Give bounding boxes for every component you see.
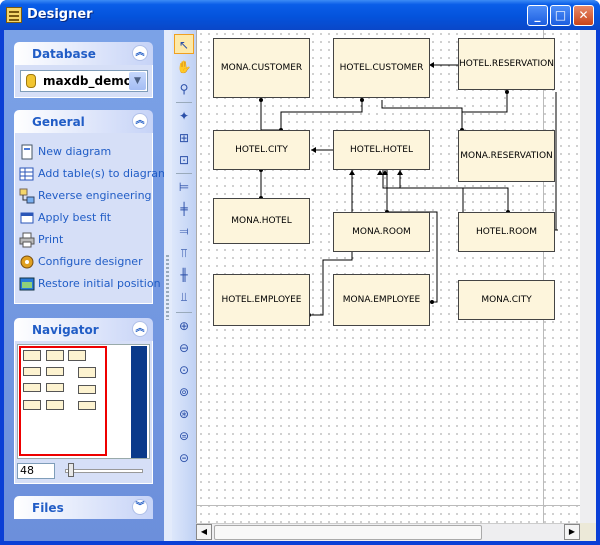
table-node[interactable]: MONA.HOTEL: [213, 198, 310, 244]
task-pane: Database ︽ maxdb_demo ▼ General ︽ New di…: [4, 30, 169, 541]
files-panel-title: Files: [32, 501, 64, 515]
align-middle-icon[interactable]: ╫: [180, 268, 188, 282]
collapse-chevron-icon[interactable]: ︽: [132, 113, 148, 129]
navigator-panel-title: Navigator: [32, 323, 99, 337]
database-select[interactable]: maxdb_demo ▼: [20, 70, 148, 92]
best-fit-icon: [20, 212, 34, 224]
reverse-engineering-icon: [19, 188, 35, 204]
resize-grip[interactable]: [580, 523, 596, 541]
general-panel: New diagram Add table(s) to diagram Reve…: [14, 133, 169, 304]
collapse-chevron-icon[interactable]: ︽: [132, 45, 148, 61]
diagram-canvas[interactable]: MONA.CUSTOMER HOTEL.CUSTOMER HOTEL.RESER…: [196, 30, 580, 523]
configure-designer-link[interactable]: Configure designer: [19, 253, 153, 271]
navigator-panel: 48: [14, 341, 153, 484]
dropdown-arrow-icon[interactable]: ▼: [129, 72, 146, 90]
database-panel-header[interactable]: Database ︽: [14, 42, 153, 65]
pane-splitter[interactable]: [164, 30, 172, 541]
maximize-button[interactable]: □: [550, 5, 571, 26]
restore-position-link[interactable]: Restore initial position: [19, 275, 161, 293]
close-button[interactable]: ✕: [573, 5, 594, 26]
apply-best-fit-link[interactable]: Apply best fit: [19, 209, 153, 227]
horizontal-scrollbar[interactable]: ◀ ▶: [196, 523, 580, 541]
general-panel-header[interactable]: General ︽: [14, 110, 153, 133]
select-area-tool-icon[interactable]: ⊡: [178, 153, 190, 167]
table-node[interactable]: MONA.RESERVATION: [458, 130, 555, 182]
table-node[interactable]: HOTEL.RESERVATION: [458, 38, 555, 90]
minimize-button[interactable]: _: [527, 5, 548, 26]
navigator-panel-header[interactable]: Navigator ︽: [14, 318, 153, 341]
hand-tool-icon[interactable]: ✋: [176, 60, 192, 74]
zoom-slider-track[interactable]: [65, 469, 143, 473]
general-panel-title: General: [32, 115, 85, 129]
general-item-label: New diagram: [38, 145, 112, 158]
zoom-page-icon[interactable]: ⊛: [178, 407, 190, 421]
relation-lines: [259, 62, 558, 317]
table-node[interactable]: HOTEL.HOTEL: [333, 130, 430, 170]
collapse-chevron-icon[interactable]: ︽: [132, 321, 148, 337]
designer-frame: Database ︽ maxdb_demo ▼ General ︽ New di…: [4, 30, 596, 541]
restore-icon: [19, 277, 35, 291]
vertical-scrollbar[interactable]: [580, 30, 596, 523]
table-node[interactable]: HOTEL.CUSTOMER: [333, 38, 430, 98]
align-center-icon[interactable]: ╪: [180, 202, 188, 216]
navigator-preview[interactable]: [17, 344, 150, 459]
navigator-viewport[interactable]: [19, 346, 107, 456]
align-left-icon[interactable]: ⊨: [178, 180, 190, 194]
table-node[interactable]: HOTEL.CITY: [213, 130, 310, 170]
table-node[interactable]: MONA.EMPLOYEE: [333, 274, 430, 326]
app-icon: [6, 7, 22, 23]
table-node[interactable]: HOTEL.ROOM: [458, 212, 555, 252]
zoom-in-icon[interactable]: ⊕: [178, 319, 190, 333]
zoom-input[interactable]: 48: [17, 463, 55, 479]
new-diagram-link[interactable]: New diagram: [19, 143, 153, 161]
database-panel: maxdb_demo ▼: [14, 65, 153, 98]
general-item-label: Apply best fit: [38, 211, 112, 224]
general-item-label: Restore initial position: [38, 277, 161, 290]
database-panel-title: Database: [32, 47, 96, 61]
configure-icon: [20, 255, 34, 269]
zoom-tool-icon[interactable]: ⚲: [179, 82, 189, 96]
table-node[interactable]: MONA.ROOM: [333, 212, 430, 252]
general-item-label: Print: [38, 233, 64, 246]
zoom-100-icon[interactable]: ⊙: [178, 363, 190, 377]
add-table-link[interactable]: Add table(s) to diagram: [19, 165, 169, 183]
printer-icon: [19, 232, 35, 248]
window-title: Designer: [27, 7, 93, 22]
general-item-label: Reverse engineering: [38, 189, 152, 202]
pointer-tool-icon[interactable]: ↖: [174, 34, 194, 54]
zoom-out-icon[interactable]: ⊖: [178, 341, 190, 355]
general-item-label: Add table(s) to diagram: [38, 167, 169, 180]
print-link[interactable]: Print: [19, 231, 153, 249]
general-item-label: Configure designer: [38, 255, 143, 268]
reverse-engineering-link[interactable]: Reverse engineering: [19, 187, 153, 205]
table-node[interactable]: MONA.CUSTOMER: [213, 38, 310, 98]
scroll-left-icon[interactable]: ◀: [196, 524, 212, 540]
zoom-width-icon[interactable]: ⊜: [178, 429, 190, 443]
database-icon: [26, 74, 36, 88]
files-panel-header[interactable]: Files ︾: [14, 496, 153, 519]
add-relation-tool-icon[interactable]: ⊞: [178, 131, 190, 145]
database-select-value: maxdb_demo: [43, 74, 132, 88]
add-table-icon: [19, 167, 34, 181]
title-bar[interactable]: Designer _ □ ✕: [0, 0, 600, 30]
zoom-fit-icon[interactable]: ⊚: [178, 385, 190, 399]
align-right-icon[interactable]: ⫤: [179, 224, 189, 238]
align-top-icon[interactable]: ⫪: [180, 246, 188, 260]
zoom-height-icon[interactable]: ⊝: [178, 451, 190, 465]
scroll-right-icon[interactable]: ▶: [564, 524, 580, 540]
zoom-slider-thumb[interactable]: [68, 463, 74, 477]
expand-chevron-icon[interactable]: ︾: [132, 499, 148, 515]
table-node[interactable]: MONA.CITY: [458, 280, 555, 320]
designer-toolbar: ↖ ✋ ⚲ ✦ ⊞ ⊡ ⊨ ╪ ⫤ ⫪ ╫ ⫫ ⊕ ⊖ ⊙ ⊚ ⊛ ⊜ ⊝: [172, 30, 196, 541]
horizontal-scroll-thumb[interactable]: [214, 525, 482, 540]
add-table-tool-icon[interactable]: ✦: [178, 109, 190, 123]
navigator-scroll-area: [131, 346, 147, 458]
align-bottom-icon[interactable]: ⫫: [180, 290, 188, 304]
new-diagram-icon: [21, 144, 33, 160]
table-node[interactable]: HOTEL.EMPLOYEE: [213, 274, 310, 326]
